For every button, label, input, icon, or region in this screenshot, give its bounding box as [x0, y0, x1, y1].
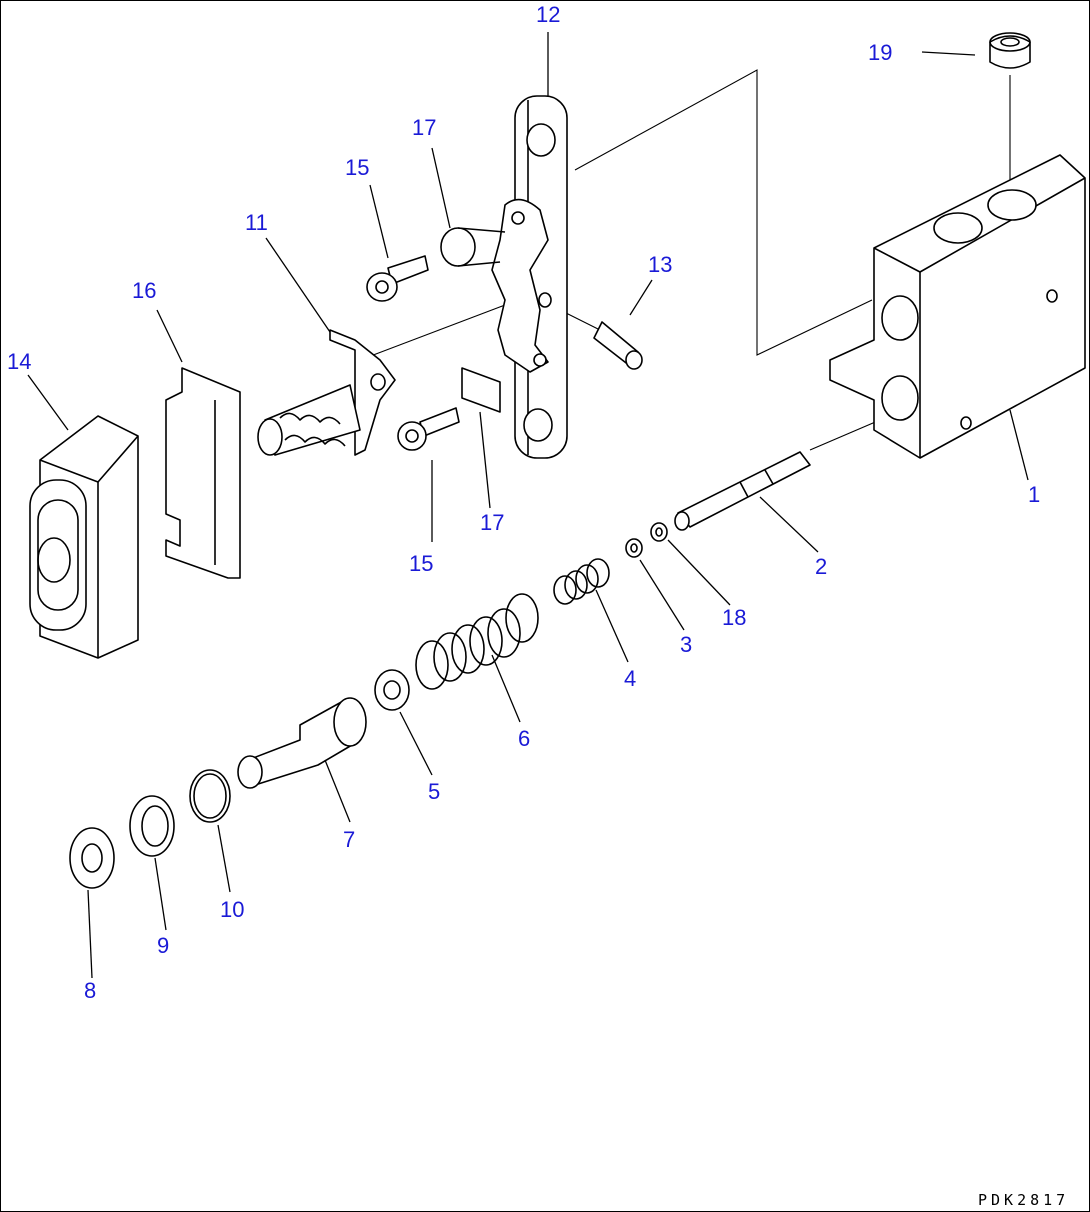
callout-6: 6 [518, 726, 530, 751]
part-10-o-ring [189, 769, 231, 823]
callout-15-lower: 15 [409, 551, 433, 576]
callout-3: 3 [680, 632, 692, 657]
part-13-pin [593, 321, 643, 370]
part-17-lever [440, 198, 552, 413]
part-16-gasket [165, 367, 241, 579]
callout-5: 5 [428, 779, 440, 804]
callout-19: 19 [868, 40, 892, 65]
callout-8: 8 [84, 978, 96, 1003]
callout-15-upper: 15 [345, 155, 369, 180]
drawing-code: PDK2817 [978, 1191, 1069, 1209]
part-14-cover [29, 415, 139, 659]
part-6-large-spring [415, 593, 539, 690]
callout-10: 10 [220, 897, 244, 922]
callout-4: 4 [624, 666, 636, 691]
callout-labels: 1 2 3 4 5 6 7 8 9 10 11 12 13 14 15 15 1… [7, 2, 1040, 1003]
callout-16: 16 [132, 278, 156, 303]
leader-lines [27, 32, 1029, 979]
part-19-plug [989, 32, 1031, 69]
part-15-bolt-upper [366, 255, 429, 302]
callout-17-upper: 17 [412, 115, 436, 140]
callout-14: 14 [7, 349, 31, 374]
part-2-spool [674, 451, 811, 531]
callout-2: 2 [815, 554, 827, 579]
callout-13: 13 [648, 252, 672, 277]
part-5-seat [374, 669, 410, 711]
part-3-washer [625, 538, 643, 558]
callout-7: 7 [343, 827, 355, 852]
callout-17-lower: 17 [480, 510, 504, 535]
callout-1: 1 [1028, 482, 1040, 507]
part-7-piston [237, 697, 367, 789]
callout-12: 12 [536, 2, 560, 27]
part-9-ring [129, 795, 175, 857]
callout-18: 18 [722, 605, 746, 630]
callout-9: 9 [157, 933, 169, 958]
assembly-axis-lines [359, 69, 1011, 451]
callout-11: 11 [245, 210, 268, 235]
part-15-bolt-lower [397, 407, 460, 451]
part-4-small-spring [553, 558, 610, 605]
part-11-solenoid [257, 329, 396, 456]
part-18-washer [650, 522, 668, 542]
part-8-cap [69, 827, 115, 889]
part-1-valve-body [829, 154, 1086, 459]
